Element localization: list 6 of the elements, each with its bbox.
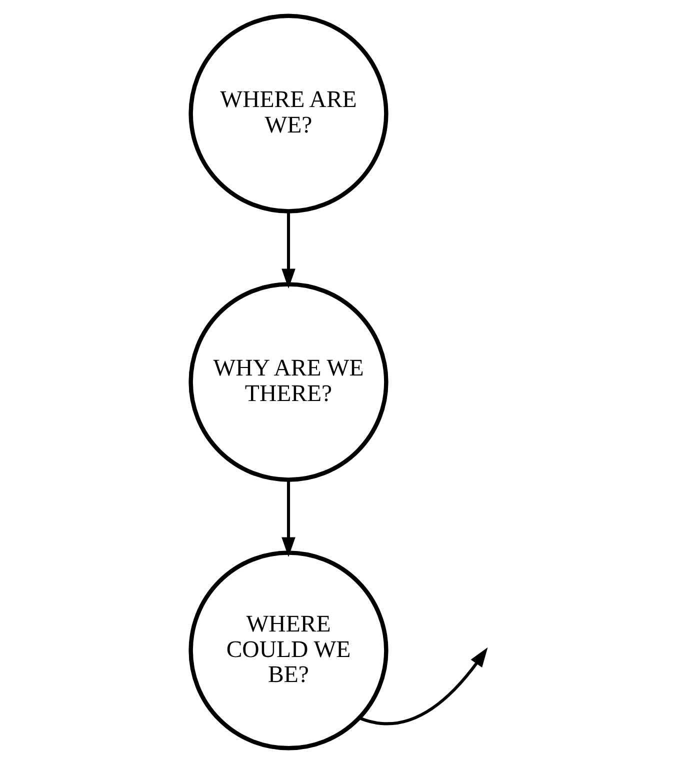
node-circle: WHERE ARE WE? (188, 14, 388, 214)
arrow (282, 212, 296, 289)
node-circle: WHERE COULD WE BE? (188, 550, 388, 750)
node-circle: WHY ARE WE THERE? (188, 282, 388, 482)
arrow (358, 647, 488, 726)
arrow (282, 480, 296, 558)
